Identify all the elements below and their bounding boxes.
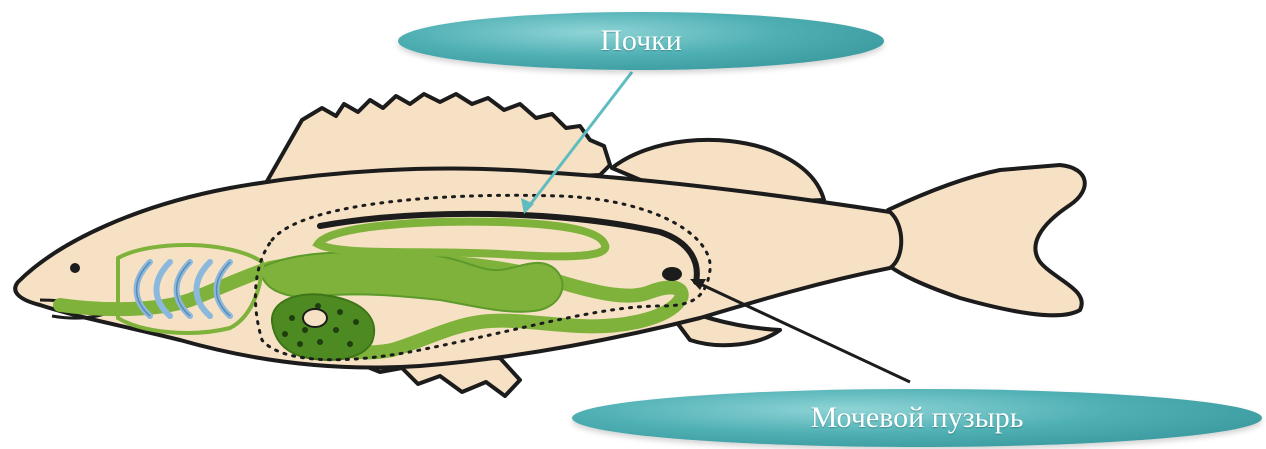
urinary-bladder: [662, 267, 682, 281]
eye: [70, 263, 80, 273]
tail-fin: [884, 165, 1085, 315]
gallbladder: [303, 309, 327, 327]
kidneys-label-text: Почки: [600, 24, 682, 58]
kidneys-label: Почки: [398, 12, 884, 70]
bladder-label-text: Мочевой пузырь: [811, 401, 1024, 435]
bladder-label: Мочевой пузырь: [572, 389, 1262, 447]
